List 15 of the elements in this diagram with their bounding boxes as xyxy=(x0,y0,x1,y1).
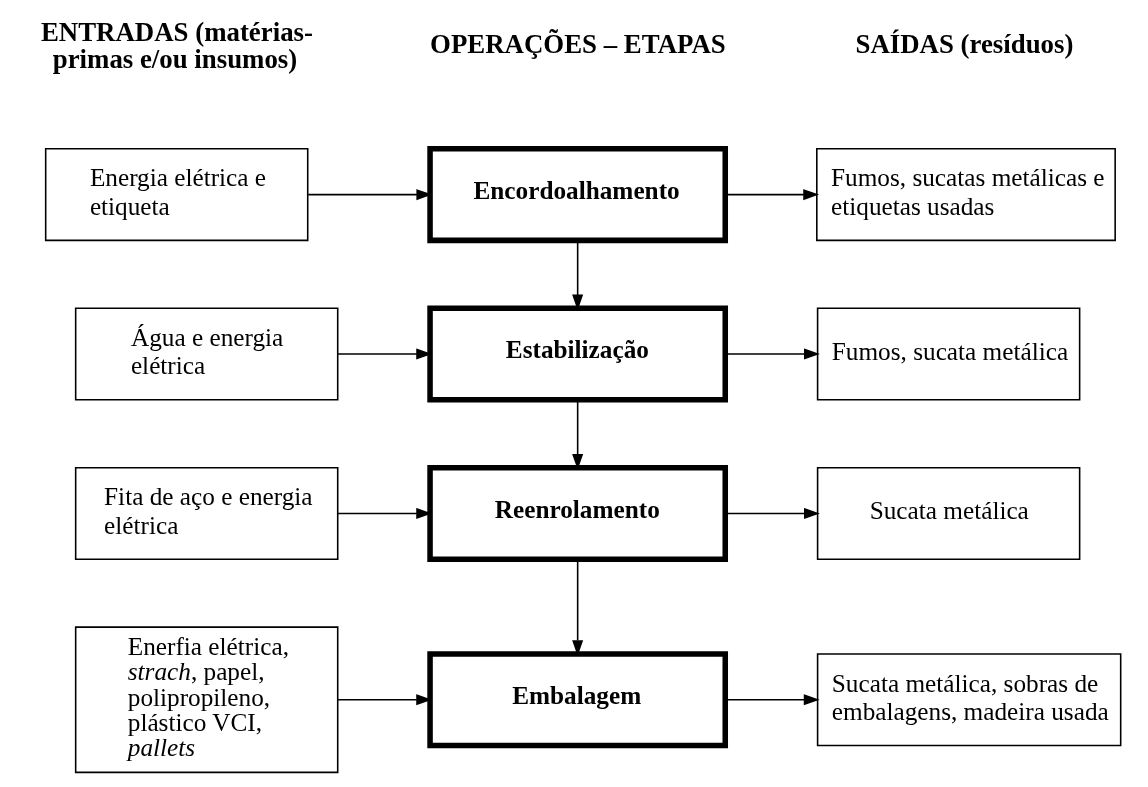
node-box: Embalagem xyxy=(426,651,728,749)
node-box: Água e energia elétrica xyxy=(74,307,338,401)
node-box: Sucata metálica, sobras de embalagens, madeira usada xyxy=(816,653,1121,747)
node-box: Reenrolamento xyxy=(426,464,728,562)
node-box: Estabilização xyxy=(426,305,728,403)
node-box: Fita de aço e energia elétrica xyxy=(74,466,338,561)
label: SAÍDAS (resíduos) xyxy=(854,28,1073,59)
node-box: Sucata metálica xyxy=(816,466,1080,561)
node-box: Encordoalhamento xyxy=(426,146,728,244)
label: OPERAÇÕES – ETAPAS xyxy=(429,28,726,59)
node-box: Energia elétrica e etiqueta xyxy=(44,148,308,242)
label: ENTRADAS (matérias-primas e/ou insumos) xyxy=(40,16,313,74)
node-box: Fumos, sucatas metálicas e etiquetas usadas xyxy=(815,148,1116,242)
node-box: Fumos, sucata metálica xyxy=(816,307,1080,401)
node-box: Enerfia elétrica, strach, papel, polipropileno, plástico VCI, pallets xyxy=(74,626,338,774)
